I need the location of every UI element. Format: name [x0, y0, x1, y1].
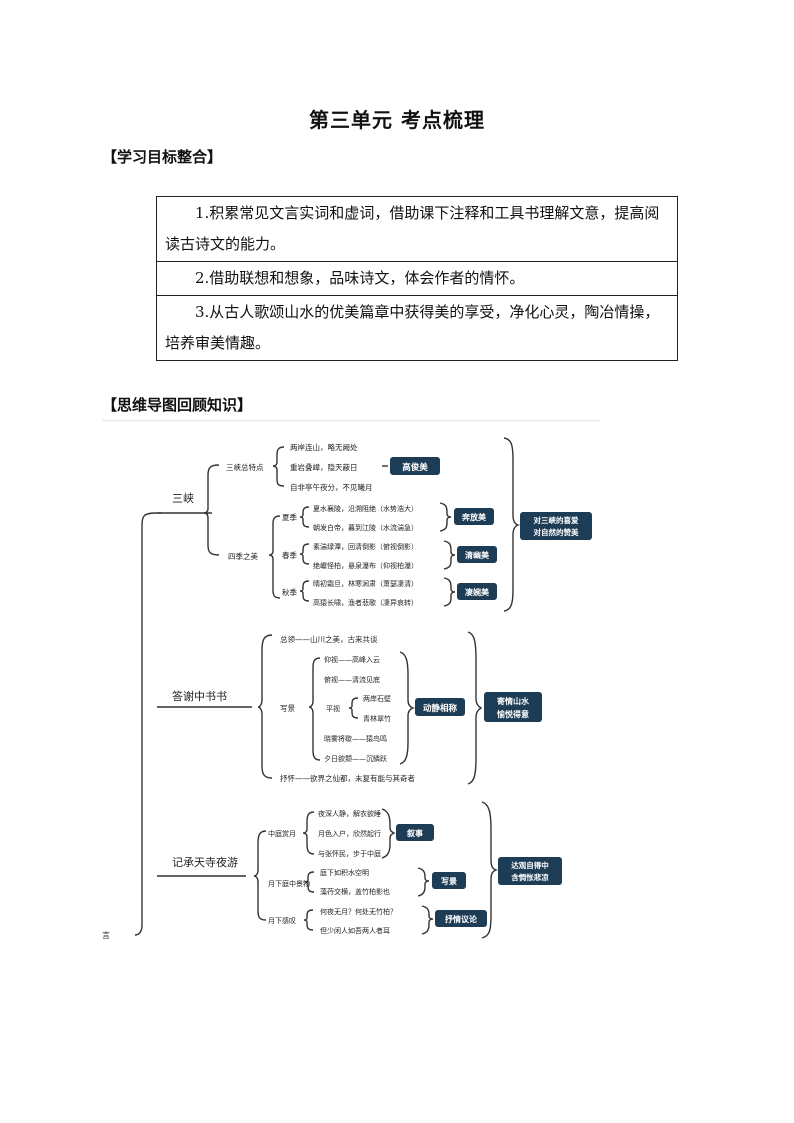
goal-row: 2.借助联想和想象，品味诗文，体会作者的情怀。: [156, 261, 678, 296]
xie-flat-label: 平视: [326, 704, 340, 713]
autumn-line: 晴初霜旦，林寒涧肃（萧瑟凄清）: [313, 579, 418, 588]
branch-xie-label: 答谢中书书: [172, 689, 227, 703]
summary-ji-line: 达观自得中: [511, 860, 549, 870]
ji-night-line: 月色入户，欣然起行: [318, 829, 381, 838]
summary-xie-line: 寄情山水: [497, 696, 530, 706]
ji-night-label: 中庭赏月: [268, 829, 296, 838]
xie-flat-line: 青林翠竹: [363, 714, 391, 723]
mindmap: 三峡 三峡总特点 两岸连山，略无阙处 重岩叠嶂，隐天蔽日 自非亭午夜分，不见曦月…: [102, 420, 600, 940]
autumn-line: 高猿长啸，渔者悲歌（凄异哀转）: [313, 598, 418, 607]
xie-dusk: 夕日欲颓——沉鳞跃: [324, 754, 387, 763]
ji-sigh-label: 月下感叹: [268, 916, 296, 925]
tag-benfangmei: [454, 508, 494, 525]
xie-dawn: 晓雾将歇——猿鸟鸣: [324, 734, 387, 743]
summer-line: 夏水襄陵，沿溯阻绝（水势浩大）: [313, 504, 418, 513]
spring-label: 春季: [282, 550, 297, 560]
tag-qiwanmei-text: 凄婉美: [464, 587, 490, 597]
goal-row: 1.积累常见文言实词和虚词，借助课下注释和工具书理解文意，提高阅读古诗文的能力。: [156, 196, 678, 262]
summary-ji-line: 含惆怅悲凉: [511, 872, 549, 882]
tag-xushi: [396, 824, 434, 841]
xie-scene-label: 写景: [280, 704, 295, 713]
goals-table: 1.积累常见文言实词和虚词，借助课下注释和工具书理解文意，提高阅读古诗文的能力。…: [156, 196, 678, 361]
page-title: 第三单元 考点梳理: [309, 108, 485, 132]
tag-xiejing: [432, 872, 466, 889]
ji-view-line: 庭下如积水空明: [320, 868, 369, 877]
summary-xie-line: 愉悦得意: [497, 709, 529, 719]
goal-row: 3.从古人歌颂山水的优美篇章中获得美的享受，净化心灵，陶冶情操，培养审美情趣。: [156, 295, 678, 361]
tag-qingyoumei: [457, 546, 497, 563]
tag-benfangmei-text: 奔放美: [461, 512, 487, 522]
branch-ji-label: 记承天寺夜游: [172, 855, 238, 869]
xie-lead: 总领——山川之美，古来共谈: [280, 634, 378, 644]
tag-gaojunmei-text: 高俊美: [402, 462, 428, 473]
mindmap-heading: 【思维导图回顾知识】: [102, 396, 253, 414]
sanxia-overall-line: 重岩叠嶂，隐天蔽日: [290, 462, 358, 472]
sanxia-overall-line: 自非亭午夜分，不见曦月: [290, 482, 373, 492]
ji-night-line: 夜深人静，解衣欲睡: [318, 809, 381, 818]
ji-view-line: 藻荇交横，盖竹柏影也: [320, 887, 390, 896]
sanxia-overall-label: 三峡总特点: [226, 462, 264, 472]
tag-xushi-text: 叙事: [407, 828, 423, 838]
autumn-label: 秋季: [282, 587, 297, 597]
branch-sanxia-label: 三峡: [172, 491, 194, 505]
sanxia-overall-line: 两岸连山，略无阙处: [290, 442, 358, 452]
goal-2: 2.借助联想和想象，品味诗文，体会作者的情怀。: [156, 261, 678, 296]
sanxia-seasons-label: 四季之美: [228, 551, 258, 561]
summer-line: 朝发白帝，暮到江陵（水流湍急）: [313, 523, 418, 532]
tag-dongjing-text: 动静相称: [423, 703, 458, 714]
tag-gaojunmei: [390, 457, 440, 475]
edge-mark: 言: [102, 930, 110, 940]
ji-sigh-line: 但少闲人如吾两人者耳: [320, 926, 390, 935]
summary-xie: [484, 692, 542, 722]
xie-close: 抒怀——欲界之仙都，未复有能与其奇者: [280, 773, 415, 783]
goal-3: 3.从古人歌颂山水的优美篇章中获得美的享受，净化心灵，陶冶情操，培养审美情趣。: [156, 295, 678, 361]
ji-sigh-line: 何夜无月？何处无竹柏？: [320, 907, 397, 916]
xie-up: 仰视——高峰入云: [324, 655, 380, 664]
summer-label: 夏季: [282, 512, 297, 522]
goal-1: 1.积累常见文言实词和虚词，借助课下注释和工具书理解文意，提高阅读古诗文的能力。: [156, 196, 678, 262]
goals-heading: 【学习目标整合】: [102, 148, 223, 166]
tag-xiejing-text: 写景: [441, 876, 457, 886]
spring-line: 素湍绿潭，回清倒影（俯视倒影）: [313, 542, 418, 551]
tag-qiwanmei: [457, 583, 497, 600]
xie-down: 俯视——清流见底: [324, 675, 380, 684]
tag-shuqing: [435, 910, 487, 927]
ji-night-line: 与张怀民，步于中庭: [318, 849, 381, 858]
summary-ji: [498, 857, 562, 885]
summary-sanxia-line: 对自然的赞美: [534, 527, 579, 537]
tag-shuqing-text: 抒情议论: [445, 914, 478, 924]
summary-sanxia-line: 对三峡的喜爱: [534, 515, 579, 525]
tag-dongjing: [415, 698, 465, 716]
xie-flat-line: 两岸石壁: [363, 694, 391, 703]
summary-sanxia: [520, 512, 592, 540]
tag-qingyoumei-text: 清幽美: [465, 550, 490, 560]
spring-line: 绝巘怪柏，悬泉瀑布（仰视柏瀑）: [313, 561, 418, 570]
ji-view-label: 月下庭中景物: [268, 879, 310, 888]
